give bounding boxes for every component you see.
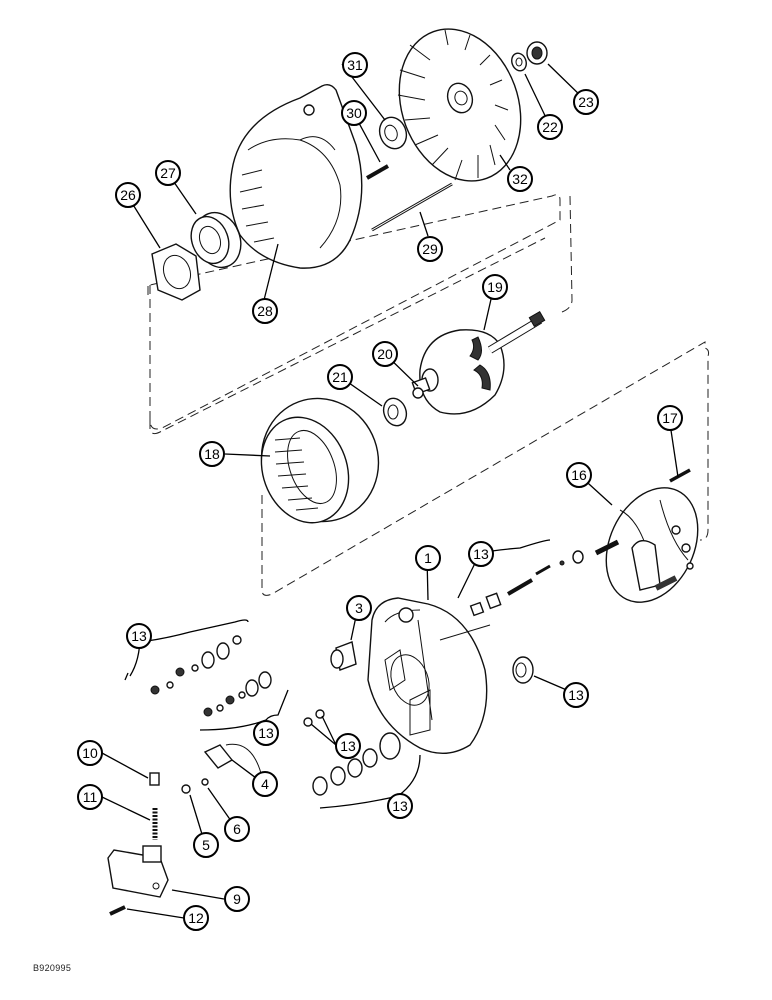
callout-13-nuts: 13: [335, 733, 361, 759]
part-13-hardware-upper-row: [150, 635, 242, 695]
part-21-bearing: [382, 397, 408, 427]
callout-19: 19: [482, 274, 508, 300]
callout-22: 22: [537, 114, 563, 140]
part-30-screw: [366, 164, 389, 180]
part-12-screw: [109, 905, 126, 916]
assembly-dashline-rotor: [149, 237, 546, 435]
part-13-washer-stack: [312, 732, 401, 796]
part-29-through-bolt: [371, 182, 453, 232]
callout-29: 29: [417, 236, 443, 262]
part-19-rotor: [419, 310, 546, 415]
part-18-stator: [260, 397, 380, 524]
figure-id-label: B920995: [33, 963, 72, 973]
part-1-slip-ring-end-frame: [367, 597, 491, 754]
callout-30: 30: [341, 100, 367, 126]
callout-20: 20: [372, 341, 398, 367]
callout-28: 28: [252, 298, 278, 324]
part-20-slip-ring: [411, 368, 439, 399]
callout-11: 11: [77, 784, 103, 810]
part-23-nut: [526, 41, 548, 65]
callout-26: 26: [115, 182, 141, 208]
callout-21: 21: [327, 364, 353, 390]
callout-5: 5: [193, 832, 219, 858]
part-17-screw: [669, 468, 691, 483]
part-6-lockwasher: [201, 778, 209, 786]
part-28-drive-end-frame: [229, 83, 363, 269]
part-5-screw: [181, 784, 191, 794]
part-10-brush: [149, 772, 160, 786]
part-32-fan: [397, 28, 522, 182]
assembly-dashline-right: [561, 195, 573, 313]
assembly-dashline-stator: [261, 341, 710, 596]
callout-13-upper-right: 13: [468, 541, 494, 567]
callout-10: 10: [77, 740, 103, 766]
callout-6: 6: [224, 816, 250, 842]
part-27-bearing: [190, 211, 242, 269]
part-13-hardware-lower-row: [203, 671, 272, 717]
callout-17: 17: [657, 405, 683, 431]
callout-18: 18: [199, 441, 225, 467]
part-9-voltage-regulator: [107, 845, 169, 898]
callout-32: 32: [507, 166, 533, 192]
callout-13-right: 13: [563, 682, 589, 708]
callout-27: 27: [155, 160, 181, 186]
callout-9: 9: [224, 886, 250, 912]
callout-13-washers: 13: [387, 793, 413, 819]
callout-13-left-upper: 13: [126, 623, 152, 649]
callout-13-left-lower: 13: [253, 720, 279, 746]
part-13-insulator-sleeve: [512, 656, 534, 684]
brace-leaders: [124, 539, 551, 809]
part-16-rectifier: [594, 487, 699, 603]
part-22-washer: [511, 52, 527, 72]
part-31-spacer: [378, 116, 408, 150]
part-26-bearing-retainer: [151, 243, 201, 301]
assembly-dashline-rear: [149, 194, 561, 430]
callout-12: 12: [183, 905, 209, 931]
callout-31: 31: [342, 52, 368, 78]
callout-4: 4: [252, 771, 278, 797]
callout-1: 1: [415, 545, 441, 571]
callout-23: 23: [573, 89, 599, 115]
part-3-bushing: [330, 641, 357, 671]
part-13-nuts: [303, 709, 325, 727]
part-13-terminal-hardware: [469, 550, 584, 617]
callout-3: 3: [346, 595, 372, 621]
callout-16: 16: [566, 462, 592, 488]
